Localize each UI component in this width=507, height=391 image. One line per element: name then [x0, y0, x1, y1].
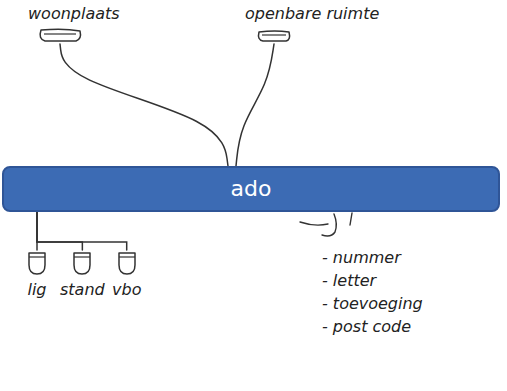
table-symbol: [71, 250, 93, 276]
table-name: openbare ruimte: [245, 4, 379, 23]
table-node: stand: [60, 250, 105, 299]
attribute-note: - letter: [322, 271, 376, 290]
pen-stroke: [350, 213, 352, 225]
table-symbol: [26, 250, 48, 276]
attribute-note: - nummer: [322, 248, 401, 267]
symbol-line: [119, 256, 135, 257]
symbol-line: [44, 33, 76, 34]
bracket-stroke: [322, 214, 336, 236]
table-symbol: [255, 28, 293, 44]
attribute-note: - toevoeging: [322, 294, 423, 313]
connector-line: [60, 44, 228, 166]
table-symbol: [36, 26, 84, 44]
pen-stroke: [300, 222, 328, 225]
symbol-line: [74, 256, 90, 257]
table-node: openbare ruimte: [245, 4, 379, 44]
band-title: ado: [231, 176, 272, 202]
table-symbol: [116, 250, 138, 276]
table-node: lig: [26, 250, 48, 299]
table-name: stand: [60, 280, 105, 299]
symbol-outline: [119, 253, 135, 274]
table-node: woonplaats: [28, 4, 120, 44]
connector-line: [37, 212, 127, 250]
table-name: lig: [27, 280, 46, 299]
connector-line: [37, 212, 82, 250]
table-name: woonplaats: [28, 4, 120, 23]
object-band: ado: [2, 166, 500, 212]
attribute-note: - post code: [322, 317, 411, 336]
symbol-outline: [259, 31, 290, 41]
table-name: vbo: [112, 280, 141, 299]
symbol-outline: [40, 29, 80, 41]
symbol-line: [262, 34, 286, 35]
connector-line: [36, 212, 38, 250]
symbol-outline: [74, 253, 90, 274]
table-node: vbo: [112, 250, 141, 299]
symbol-outline: [29, 253, 45, 274]
symbol-line: [29, 256, 45, 257]
connector-line: [236, 44, 274, 166]
